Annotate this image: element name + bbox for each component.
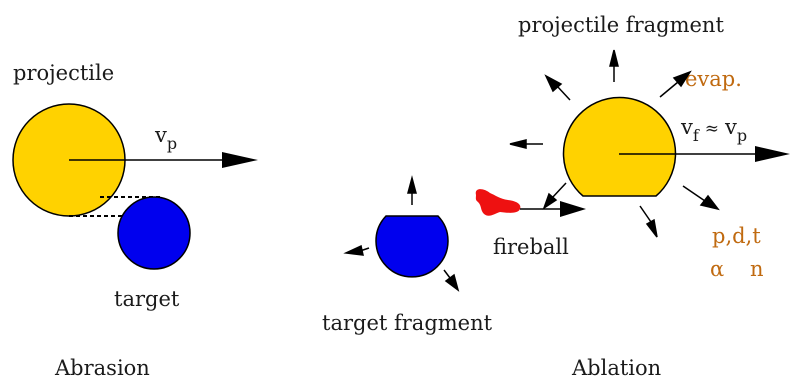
- target-sphere: [117, 196, 191, 270]
- alpha-particle-label: α: [710, 257, 724, 281]
- emission-arrow-upleft: [544, 74, 571, 101]
- emission-arrow-up: [609, 49, 619, 82]
- emission-arrow-left: [509, 139, 543, 149]
- emission-arrow-upright: [659, 70, 692, 98]
- projectile-label: projectile: [13, 61, 114, 85]
- neutron-label: n: [750, 257, 764, 281]
- projectile-fragment-label: projectile fragment: [518, 13, 724, 37]
- evaporation-label: evap.: [685, 67, 742, 91]
- fireball-arrow: [520, 201, 586, 217]
- fireball-label: fireball: [493, 235, 569, 259]
- target-arrow-left: [343, 244, 370, 256]
- emitted-particles-label: p,d,t: [712, 224, 761, 248]
- target-fragment-arrows: [343, 175, 460, 292]
- abrasion-panel: projectile vp target Abrasion: [12, 61, 258, 380]
- ablation-title: Ablation: [571, 356, 661, 380]
- target-fragment-label: target fragment: [322, 311, 493, 335]
- projectile-velocity-arrow: [69, 152, 258, 168]
- abrasion-title: Abrasion: [54, 356, 150, 380]
- projectile-fragment-sphere: [562, 96, 677, 197]
- target-arrow-up: [407, 175, 417, 205]
- fragment-velocity-label: vf≈vp: [680, 115, 747, 145]
- emission-arrow-down: [639, 205, 658, 238]
- fireball-blob: [475, 189, 521, 216]
- target-arrow-downright: [443, 269, 460, 292]
- emission-arrow-downright: [682, 185, 720, 211]
- emission-arrows: [509, 49, 720, 238]
- target-label: target: [114, 287, 180, 311]
- projectile-velocity-label: vp: [154, 123, 177, 153]
- target-fragment-sphere: [375, 215, 449, 278]
- ablation-panel: projectile fragment vf≈vp evap.: [322, 13, 790, 380]
- emission-arrow-downleft: [542, 182, 567, 210]
- fragment-velocity-arrow: [619, 146, 790, 162]
